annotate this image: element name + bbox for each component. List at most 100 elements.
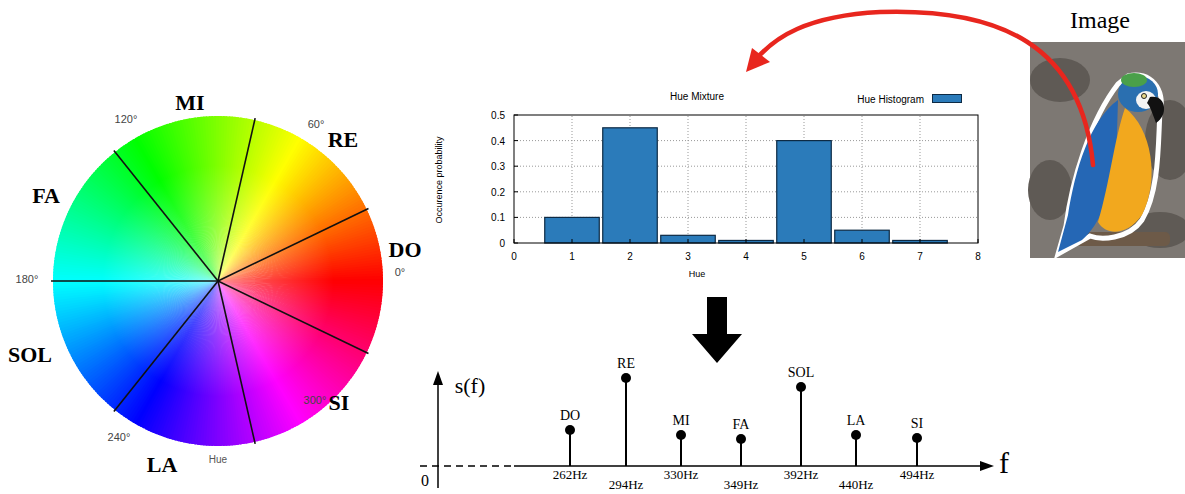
histogram-bar [661,235,716,243]
tick [978,239,979,243]
chart-title: Hue Mixture [670,91,724,102]
tick-label: 0.5 [491,110,505,121]
frequency-label: 440Hz [839,478,874,492]
tick [514,115,518,116]
tick [630,239,631,243]
frequency-label: 392Hz [784,468,819,482]
amplitude-axis [437,380,439,488]
tick-label: 4 [743,251,749,262]
red-arrowhead [746,48,770,72]
legend-text: Hue Histogram [855,94,926,105]
spectral-stem [569,430,571,466]
tick-label: 1 [569,251,575,262]
tick-label: 8 [975,251,981,262]
degree-label: 0° [395,266,406,278]
spectral-stem [800,387,802,466]
sector-divider [114,150,218,281]
note-name: MI [175,91,204,115]
tick-label: 0 [511,251,517,262]
sector-divider [218,281,255,444]
degree-label: 180° [16,273,39,285]
stem-dot [796,382,806,392]
grid-line [688,115,689,243]
stem-dot [736,434,746,444]
axis-title: Occurence probability [435,136,445,223]
tick-label: 7 [917,251,923,262]
tick [688,239,689,243]
note-name: RE [328,128,359,152]
plot-frame [514,115,978,243]
grid-line [514,166,978,167]
tick [862,239,863,243]
note-name: SI [329,391,350,415]
tick [804,239,805,243]
axis-title: f [999,446,1009,479]
histogram-bar [603,128,658,243]
degree-label: 60° [308,118,325,130]
histogram-chart [514,115,978,243]
histogram-bar [545,217,600,243]
axis-arrowhead [433,371,443,385]
parrot-eye [1142,94,1147,99]
tick [514,191,518,192]
red-arrow [757,12,1093,165]
spectral-stem [625,378,627,466]
sector-divider [218,209,368,281]
stem-dot [912,433,922,443]
note-name: SI [911,416,923,431]
tick [920,239,921,243]
image-label: Image [1070,7,1130,33]
note-name: LA [847,413,866,428]
stem-dot [621,373,631,383]
parrot-beak [1147,97,1164,123]
note-name: DO [389,238,422,262]
axis-title: Hue [689,270,706,280]
frequency-axis [514,465,985,467]
parrot-outline [1058,75,1161,254]
axis-dashed [420,465,514,467]
note-name: MI [672,413,689,428]
sector-divider [218,281,368,353]
tick-label: 0 [499,238,505,249]
tick-label: 0.3 [491,161,505,172]
axis-arrowhead [980,461,994,471]
stem-dot [676,430,686,440]
frequency-label: 494Hz [900,468,935,482]
parrot-crown [1121,73,1147,87]
rock-shade [1030,58,1090,102]
tick [746,239,747,243]
tick [514,243,518,244]
tick [572,239,573,243]
note-name: FA [733,417,750,432]
down-arrow [692,297,742,363]
sector-divider [51,280,218,282]
tick [514,217,518,218]
tick-label: 0.4 [491,135,505,146]
note-name: SOL [788,365,814,380]
histogram-bar [777,141,832,243]
frequency-label: 294Hz [609,478,644,492]
tick [514,166,518,167]
note-name: SOL [8,343,52,367]
frequency-label: 330Hz [664,468,699,482]
wheel-caption: Hue [209,454,227,465]
grid-line [920,115,921,243]
origin-label: 0 [421,472,429,490]
tick-label: 6 [859,251,865,262]
grid-line [746,115,747,243]
tick [514,239,515,243]
grid-line [514,140,978,141]
parrot-photo [1028,42,1185,258]
tick [514,140,518,141]
degree-label: 120° [115,113,138,125]
frequency-label: 349Hz [724,478,759,492]
degree-label: 300° [304,394,327,406]
note-name: RE [617,356,635,371]
tick-label: 0.1 [491,212,505,223]
spectrum-plot [420,371,994,488]
legend-swatch [932,94,962,103]
sector-divider [114,281,218,412]
frequency-label: 262Hz [553,468,588,482]
